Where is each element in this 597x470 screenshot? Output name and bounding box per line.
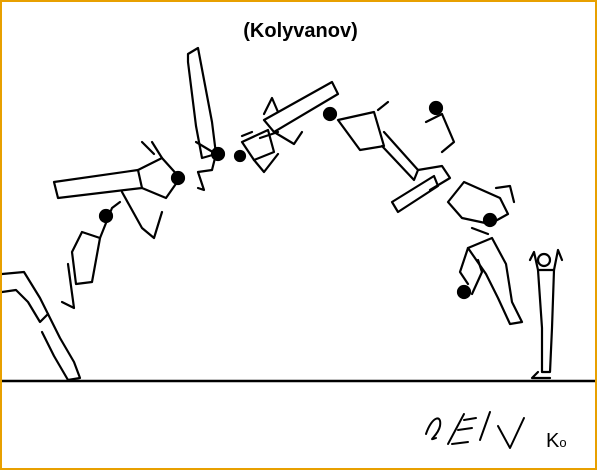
figure-landing-prep bbox=[458, 238, 522, 324]
handwritten-signature bbox=[426, 412, 524, 448]
element-code: Ko bbox=[546, 430, 567, 453]
figure-descending bbox=[338, 102, 454, 212]
figure-standing bbox=[530, 250, 562, 378]
figure-pike bbox=[242, 130, 278, 172]
figure-takeoff bbox=[2, 202, 120, 380]
figure-horizontal-1 bbox=[54, 142, 184, 238]
figure-rotating bbox=[448, 182, 514, 234]
element-code-main: K bbox=[546, 430, 559, 452]
figure-vertical bbox=[188, 48, 245, 190]
figure-diagonal bbox=[264, 82, 338, 144]
element-code-subscript: o bbox=[559, 435, 566, 450]
